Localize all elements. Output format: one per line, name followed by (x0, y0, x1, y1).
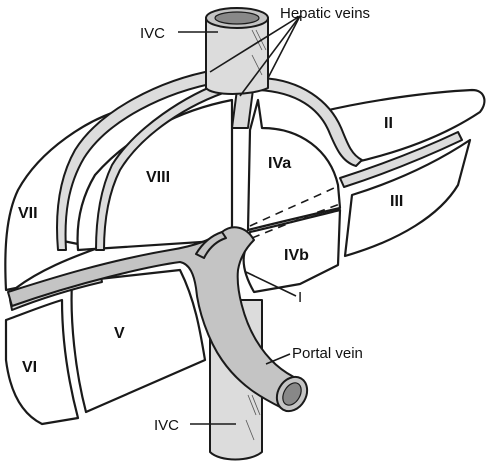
segments (4, 88, 486, 426)
portal-vein (7, 226, 301, 409)
segment-ivb-label: IVb (284, 247, 309, 264)
segment-v (70, 268, 207, 414)
middle-hepatic-vein-left (95, 79, 233, 251)
iva-ivb-dashes (249, 187, 341, 239)
segment-ii-label: II (384, 115, 393, 132)
leader-caudate (245, 271, 297, 297)
segment-iii-label: III (390, 193, 403, 210)
segment-labels: II III IVa IVb V VI VII VIII (18, 115, 403, 376)
dashed-line-lower (251, 203, 341, 239)
portal-system (7, 226, 309, 461)
leader-lines (178, 15, 301, 425)
ivc-upper-lumen (214, 11, 260, 25)
segment-vii-label: VII (18, 205, 38, 222)
portal-vein-lumen (282, 382, 302, 406)
segment-vi (4, 298, 80, 426)
callout-labels: IVC Hepatic veins I Portal vein IVC (140, 5, 370, 434)
leader-portal (265, 353, 291, 365)
leader-hepatic-3 (267, 15, 301, 79)
portal-vein-label: Portal vein (292, 345, 363, 362)
segment-v-label: V (114, 325, 125, 342)
hepatic-veins-label: Hepatic veins (280, 5, 370, 22)
right-hepatic-vein (56, 69, 221, 251)
dashed-line-upper (249, 187, 335, 227)
leader-hepatic-2 (239, 15, 301, 97)
segment-iva-label: IVa (268, 155, 291, 172)
left-fissure (339, 131, 463, 188)
caudate-label: I (298, 289, 302, 306)
leader-hepatic-1 (209, 15, 301, 73)
left-hepatic-vein (257, 77, 363, 167)
segment-viii (76, 98, 234, 252)
ivc-top-label: IVC (140, 25, 165, 42)
ivc-upper (205, 7, 269, 95)
portal-branch-anterior (195, 231, 227, 259)
segment-vi-label: VI (22, 359, 37, 376)
segment-iva (246, 98, 342, 232)
segment-viii-label: VIII (146, 169, 170, 186)
segment-iii (343, 138, 472, 258)
segment-ivb (242, 208, 342, 294)
ivc-bottom-label: IVC (154, 417, 179, 434)
